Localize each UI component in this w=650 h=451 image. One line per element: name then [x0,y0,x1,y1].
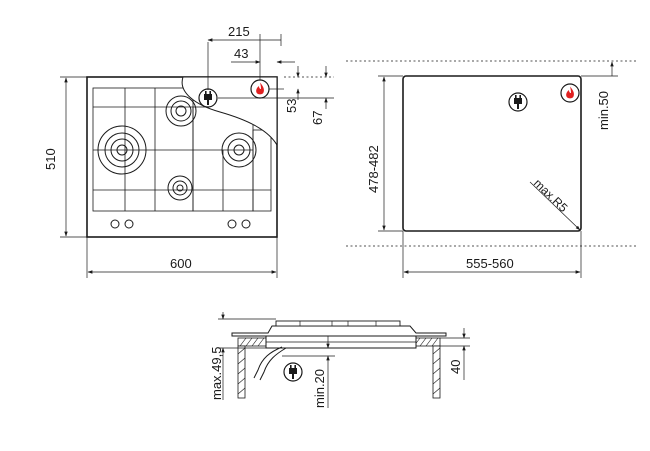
dim-knob-offset: 215 [228,24,250,39]
flame-icon [560,83,580,103]
burner-small [167,175,193,201]
flame-icon [250,79,270,99]
dim-min-edge: min.50 [596,91,611,130]
burner-large [97,125,147,175]
cutout-outline [402,75,582,232]
power-cable [253,346,283,379]
hob-section [231,325,447,337]
dim-cutout-width: 555-560 [466,256,514,271]
dim-min-clearance: min.20 [312,369,327,408]
dim-hob-width: 600 [170,256,192,271]
dim-cutout-depth: 478-482 [366,145,381,193]
burner-top [165,95,197,127]
plug-icon [198,88,218,108]
front-view: 215 43 53 67 510 600 [43,24,334,278]
dim-socket-height: 53 [284,99,299,113]
dim-corner-radius: max.R5 [531,176,571,215]
plug-icon [508,92,528,112]
dim-gas-height: 67 [310,111,325,125]
burner-right [221,132,257,168]
plug-icon [283,362,303,382]
dim-worktop-thickness: 40 [448,360,463,374]
dim-hob-depth: 510 [43,148,58,170]
hob-outline [86,76,278,238]
worktop-left [237,337,267,347]
control-knobs [110,219,251,229]
dim-max-height: max.49,5 [209,347,224,400]
cutout-view: min.50 478-482 max.R5 555-560 [346,60,637,278]
section-view: max.49,5 min.20 40 [209,312,470,408]
dim-socket-offset: 43 [234,46,248,61]
